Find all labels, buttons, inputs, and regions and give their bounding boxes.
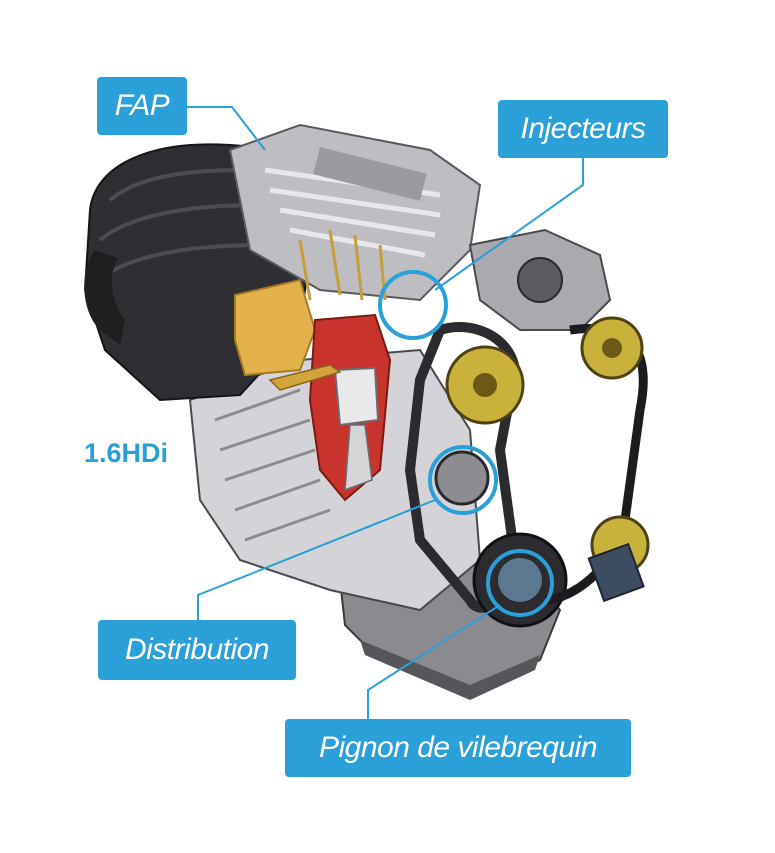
cutaway-conrod xyxy=(344,424,373,492)
injecteurs-leader-line xyxy=(434,158,584,291)
pignon-label: Pignon de vilebrequin xyxy=(285,719,631,777)
injector-pipes xyxy=(298,229,387,301)
camshaft-pulley-hub xyxy=(473,373,497,397)
manifold-box xyxy=(234,278,317,377)
ac-compressor xyxy=(587,542,645,603)
distribution-highlight-ring xyxy=(428,445,498,515)
cutaway-piston xyxy=(333,366,380,427)
air-intake-hose xyxy=(84,250,125,345)
crankshaft-pulley-hub xyxy=(498,558,542,602)
oil-sump-shadow xyxy=(360,640,540,700)
tensioner-pulley xyxy=(434,450,490,506)
injecteurs-label: Injecteurs xyxy=(498,100,668,158)
injecteurs-highlight-ring xyxy=(378,270,448,340)
fap-leader-line xyxy=(186,106,266,151)
fap-label: FAP xyxy=(97,77,187,135)
engine-name-label: 1.6HDi xyxy=(84,438,169,468)
turbo-housing xyxy=(517,257,563,303)
pignon-leader-line xyxy=(367,604,501,720)
distribution-label: Distribution xyxy=(98,620,296,680)
pignon-highlight-ring xyxy=(486,549,554,617)
engine-block-ribs xyxy=(214,388,331,542)
head-cover-logo-plate xyxy=(313,147,427,201)
injector-rail xyxy=(268,364,342,391)
alternator-pulley-hub xyxy=(602,338,622,358)
distribution-leader-line xyxy=(197,499,436,620)
